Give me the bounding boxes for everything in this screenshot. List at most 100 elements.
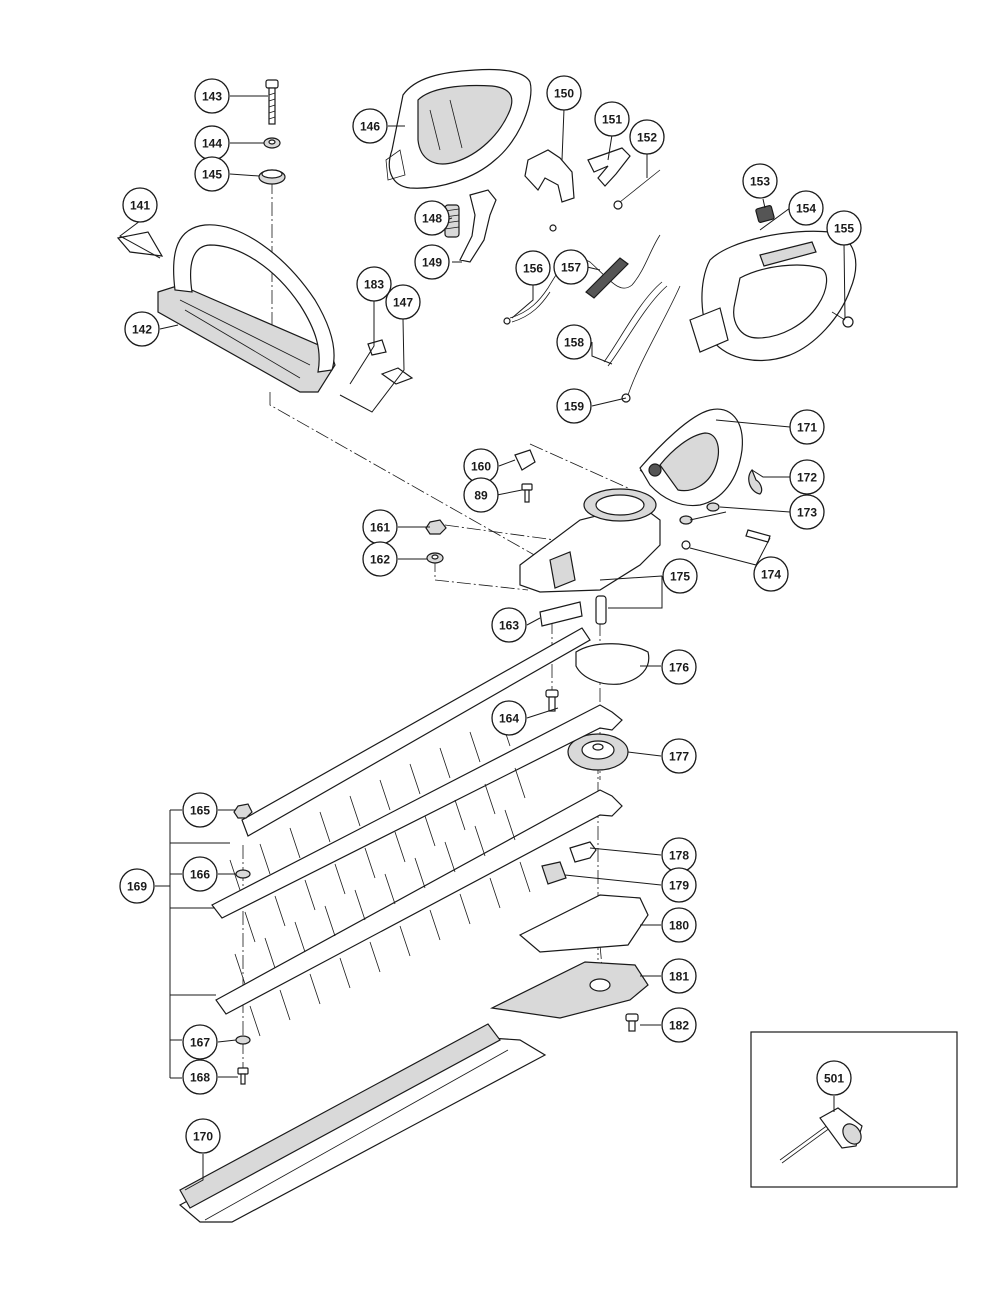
- callout-182: 182: [661, 1007, 697, 1043]
- callout-label: 171: [797, 421, 817, 435]
- callout-label: 162: [370, 553, 390, 567]
- callout-162: 162: [362, 541, 398, 577]
- callout-163: 163: [491, 607, 527, 643]
- callout-label: 180: [669, 919, 689, 933]
- callout-152: 152: [629, 119, 665, 155]
- callout-155: 155: [826, 210, 862, 246]
- block-179: [541, 861, 567, 885]
- callout-501: 501: [816, 1060, 852, 1096]
- callout-146: 146: [352, 108, 388, 144]
- callout-circle: [414, 200, 450, 236]
- cable-tube-157: [585, 257, 629, 299]
- clamp-160: [514, 449, 536, 471]
- callout-label: 145: [202, 168, 222, 182]
- nut-165: [233, 803, 253, 819]
- parts: [116, 68, 958, 1223]
- callout-label: 89: [474, 489, 488, 503]
- callout-circle: [661, 738, 697, 774]
- upper-blade: [211, 704, 623, 943]
- callout-label: 142: [132, 323, 152, 337]
- callout-183: 183: [356, 266, 392, 302]
- callout-164: 164: [491, 700, 527, 736]
- callout-circle: [661, 958, 697, 994]
- clip-178: [569, 841, 597, 863]
- front-handle-142: [157, 224, 336, 393]
- callout-circle: [463, 477, 499, 513]
- callout-159: 159: [556, 388, 592, 424]
- callout-label: 141: [130, 199, 150, 213]
- callout-circle: [556, 324, 592, 360]
- callout-label: 146: [360, 120, 380, 134]
- callout-label: 143: [202, 90, 222, 104]
- callout-label: 150: [554, 87, 574, 101]
- blade-bar: [241, 627, 591, 837]
- callout-label: 183: [364, 278, 384, 292]
- wires-158-159: [603, 281, 681, 403]
- blade-cover-170: [178, 1023, 547, 1223]
- callout-circle: [185, 1118, 221, 1154]
- callout-circle: [661, 649, 697, 685]
- callout-circle: [661, 867, 697, 903]
- callout-154: 154: [788, 190, 824, 226]
- rear-handle-154: [689, 230, 857, 361]
- callout-label: 160: [471, 460, 491, 474]
- callout-178: 178: [661, 837, 697, 873]
- accessory-box: [750, 1031, 958, 1188]
- callout-circle: [491, 700, 527, 736]
- callout-148: 148: [414, 200, 450, 236]
- callout-circle: [124, 311, 160, 347]
- washer-166: [235, 869, 251, 879]
- callout-label: 169: [127, 880, 147, 894]
- callout-label: 148: [422, 212, 442, 226]
- callout-label: 164: [499, 712, 519, 726]
- callout-150: 150: [546, 75, 582, 111]
- cover-plate-181: [490, 961, 649, 1019]
- callout-161: 161: [362, 509, 398, 545]
- callout-label: 163: [499, 619, 519, 633]
- callout-label: 174: [761, 568, 781, 582]
- lower-blade: [215, 789, 623, 1037]
- callout-176: 176: [661, 649, 697, 685]
- callout-180: 180: [661, 907, 697, 943]
- callout-circle: [789, 459, 825, 495]
- callout-circle: [356, 266, 392, 302]
- callout-label: 175: [670, 570, 690, 584]
- callout-circle: [826, 210, 862, 246]
- fasteners-173: [679, 502, 771, 550]
- callout-label: 179: [669, 879, 689, 893]
- lever-151: [587, 147, 631, 187]
- handle-half-146: [385, 68, 532, 189]
- bolt-89: [521, 483, 533, 503]
- callout-circle: [788, 190, 824, 226]
- callout-label: 153: [750, 175, 770, 189]
- callout-circle: [553, 249, 589, 285]
- callout-168: 168: [182, 1059, 218, 1095]
- engine-cover-171: [639, 408, 743, 507]
- callout-circle: [362, 541, 398, 577]
- bolt-168: [237, 1067, 249, 1085]
- bolt-164: [545, 689, 559, 712]
- leader-lines: [119, 95, 846, 1191]
- callout-label: 158: [564, 336, 584, 350]
- callout-circle: [789, 494, 825, 530]
- callout-circle: [629, 119, 665, 155]
- callout-label: 156: [523, 262, 543, 276]
- callout-label: 159: [564, 400, 584, 414]
- callout-circle: [194, 78, 230, 114]
- callout-circle: [385, 284, 421, 320]
- callout-label: 161: [370, 521, 390, 535]
- callout-circle: [182, 856, 218, 892]
- callout-172: 172: [789, 459, 825, 495]
- callout-circle: [414, 244, 450, 280]
- callout-circle: [352, 108, 388, 144]
- throttle-cable-156: [503, 224, 661, 325]
- cushion-145: [258, 169, 286, 185]
- callout-label: 149: [422, 256, 442, 270]
- callout-141: 141: [122, 187, 158, 223]
- callout-143: 143: [194, 78, 230, 114]
- callout-circle: [122, 187, 158, 223]
- callout-149: 149: [414, 244, 450, 280]
- callout-label: 172: [797, 471, 817, 485]
